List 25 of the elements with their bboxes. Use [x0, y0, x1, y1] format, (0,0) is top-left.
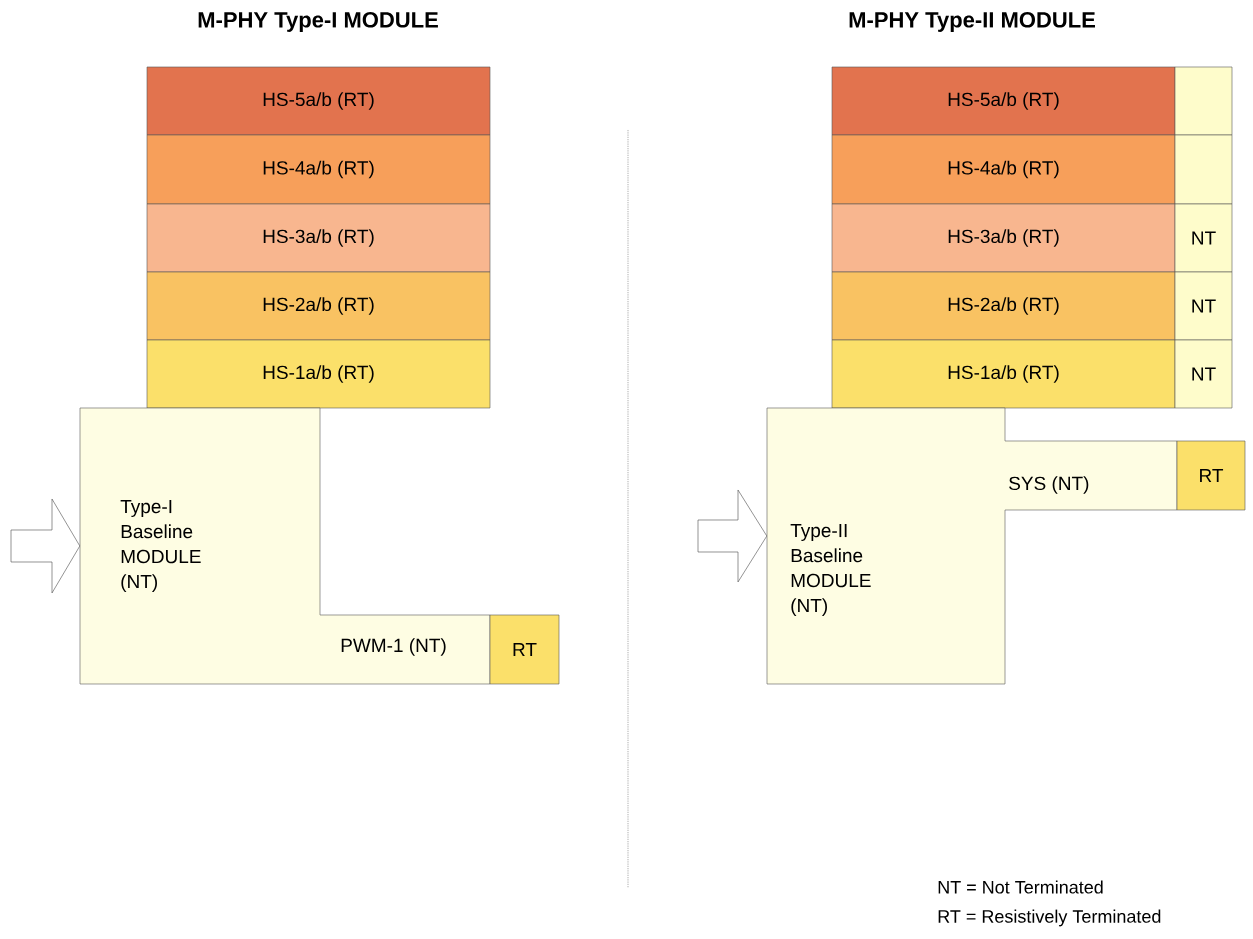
termination-box: RT: [1176, 440, 1246, 511]
speed-band: HS-5a/b (RT): [831, 66, 1176, 136]
speed-band: HS-1a/b (RT): [146, 339, 491, 409]
legend-note: RT = Resistively Terminated: [938, 909, 1161, 927]
baseline-module-box: Type-I Baseline MODULE (NT) PWM-1 (NT): [79, 407, 491, 685]
baseline-module-box: Type-II Baseline MODULE (NT) SYS (NT): [766, 407, 1178, 685]
heading: M-PHY Type-II MODULE: [849, 12, 1095, 32]
speed-band: HS-4a/b (RT): [831, 134, 1176, 205]
speed-band: HS-3a/b (RT): [146, 203, 491, 273]
termination-cell: NT: [1174, 203, 1233, 273]
termination-cell: [1174, 134, 1233, 205]
speed-band: HS-4a/b (RT): [146, 134, 491, 205]
speed-band: HS-1a/b (RT): [831, 339, 1176, 409]
termination-cell: [1174, 66, 1233, 136]
legend-note: NT = Not Terminated: [938, 880, 1103, 894]
speed-band: HS-3a/b (RT): [831, 203, 1176, 273]
termination-cell: NT: [1174, 339, 1233, 409]
termination-cell: NT: [1174, 271, 1233, 341]
block-arrow: [10, 498, 81, 594]
speed-band: HS-2a/b (RT): [831, 271, 1176, 341]
termination-box: RT: [489, 614, 560, 685]
speed-band: HS-2a/b (RT): [146, 271, 491, 341]
heading: M-PHY Type-I MODULE: [198, 12, 438, 32]
speed-band: HS-5a/b (RT): [146, 66, 491, 136]
block-arrow: [697, 489, 768, 583]
